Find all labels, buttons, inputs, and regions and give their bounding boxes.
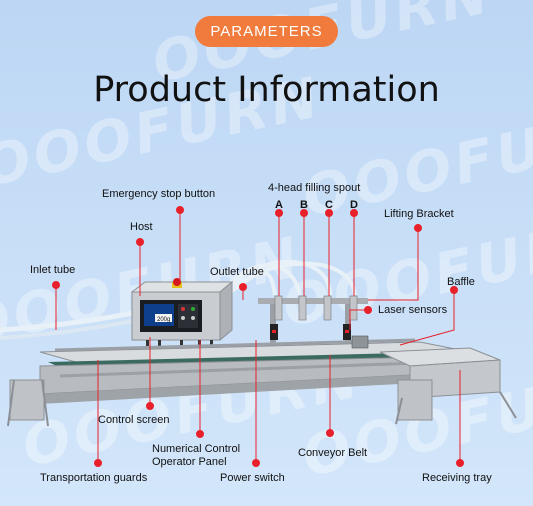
baffle: [351, 335, 369, 349]
screen-readout: 200g: [157, 317, 170, 323]
outlet-tube: [216, 261, 357, 302]
spout-letter-d: D: [350, 199, 358, 211]
power-switch-label: Power switch: [220, 472, 285, 484]
spout-letter-c: C: [325, 199, 333, 211]
outlet-tube-label: Outlet tube: [210, 266, 264, 278]
laser-sensors-label: Laser sensors: [378, 304, 448, 316]
lifting-bracket: [258, 298, 368, 304]
baffle-label: Baffle: [447, 276, 475, 288]
conveyor-belt-label: Conveyor Belt: [298, 447, 368, 459]
spout-letter-b: B: [300, 199, 308, 211]
receiving-tray-label: Receiving tray: [422, 472, 492, 484]
filling-spout-label: 4-head filling spout: [268, 182, 361, 194]
inlet-tube-label: Inlet tube: [30, 264, 76, 276]
inlet-tube: [0, 307, 149, 333]
control-screen-label: Control screen: [98, 414, 170, 426]
parameters-badge: PARAMETERS: [195, 16, 338, 47]
host-label: Host: [130, 221, 153, 233]
spout-letter-a: A: [275, 199, 283, 211]
emergency-stop-label: Emergency stop button: [102, 188, 216, 200]
transportation-guards-label: Transportation guards: [40, 472, 148, 484]
page-title: Product Information: [93, 70, 440, 110]
lifting-bracket-label: Lifting Bracket: [384, 208, 454, 220]
operator-panel-label: Numerical Control Operator Panel: [152, 443, 241, 468]
